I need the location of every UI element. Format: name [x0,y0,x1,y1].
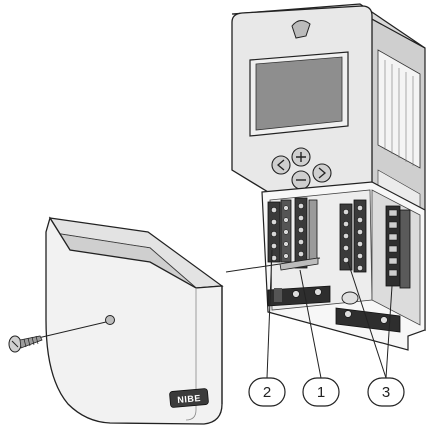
callout-1: 1 [302,377,340,407]
left-arrow-button[interactable] [271,155,291,175]
fixing-pin [279,257,319,271]
cable-entry [341,291,359,305]
callout-2: 2 [248,377,286,407]
front-cover: NIBE [45,216,224,425]
screw-shaft [19,335,43,349]
fixing-screw [8,321,107,353]
brand-badge: NIBE [169,388,209,408]
plus-icon [296,152,306,162]
cover-body [45,216,223,425]
terminal-block-left [267,199,292,263]
cover-screw-hole [105,315,115,325]
terminal-block-right [339,199,411,289]
left-arrow-icon [276,159,285,171]
leader-line-3a [347,261,387,379]
right-arrow-button[interactable] [312,163,332,183]
mounting-clip [291,20,311,39]
leader-line-1 [299,269,322,379]
leader-line-2 [266,249,273,379]
cable-clamp-right [335,307,401,333]
right-arrow-icon [318,167,327,179]
callout-1-label: 1 [317,384,325,401]
brand-logo-text: NIBE [177,393,201,405]
leader-lines [266,249,393,379]
screw-alignment-line [37,321,107,339]
cable-clamp-left [267,285,331,307]
callout-3: 3 [367,377,405,407]
callout-3-label: 3 [382,384,390,401]
display-screen [249,51,349,137]
terminal-block-middle [294,197,318,269]
leader-line-3b [385,285,393,379]
button-panel [271,147,332,190]
control-unit [225,3,426,351]
callout-2-label: 2 [263,384,271,401]
